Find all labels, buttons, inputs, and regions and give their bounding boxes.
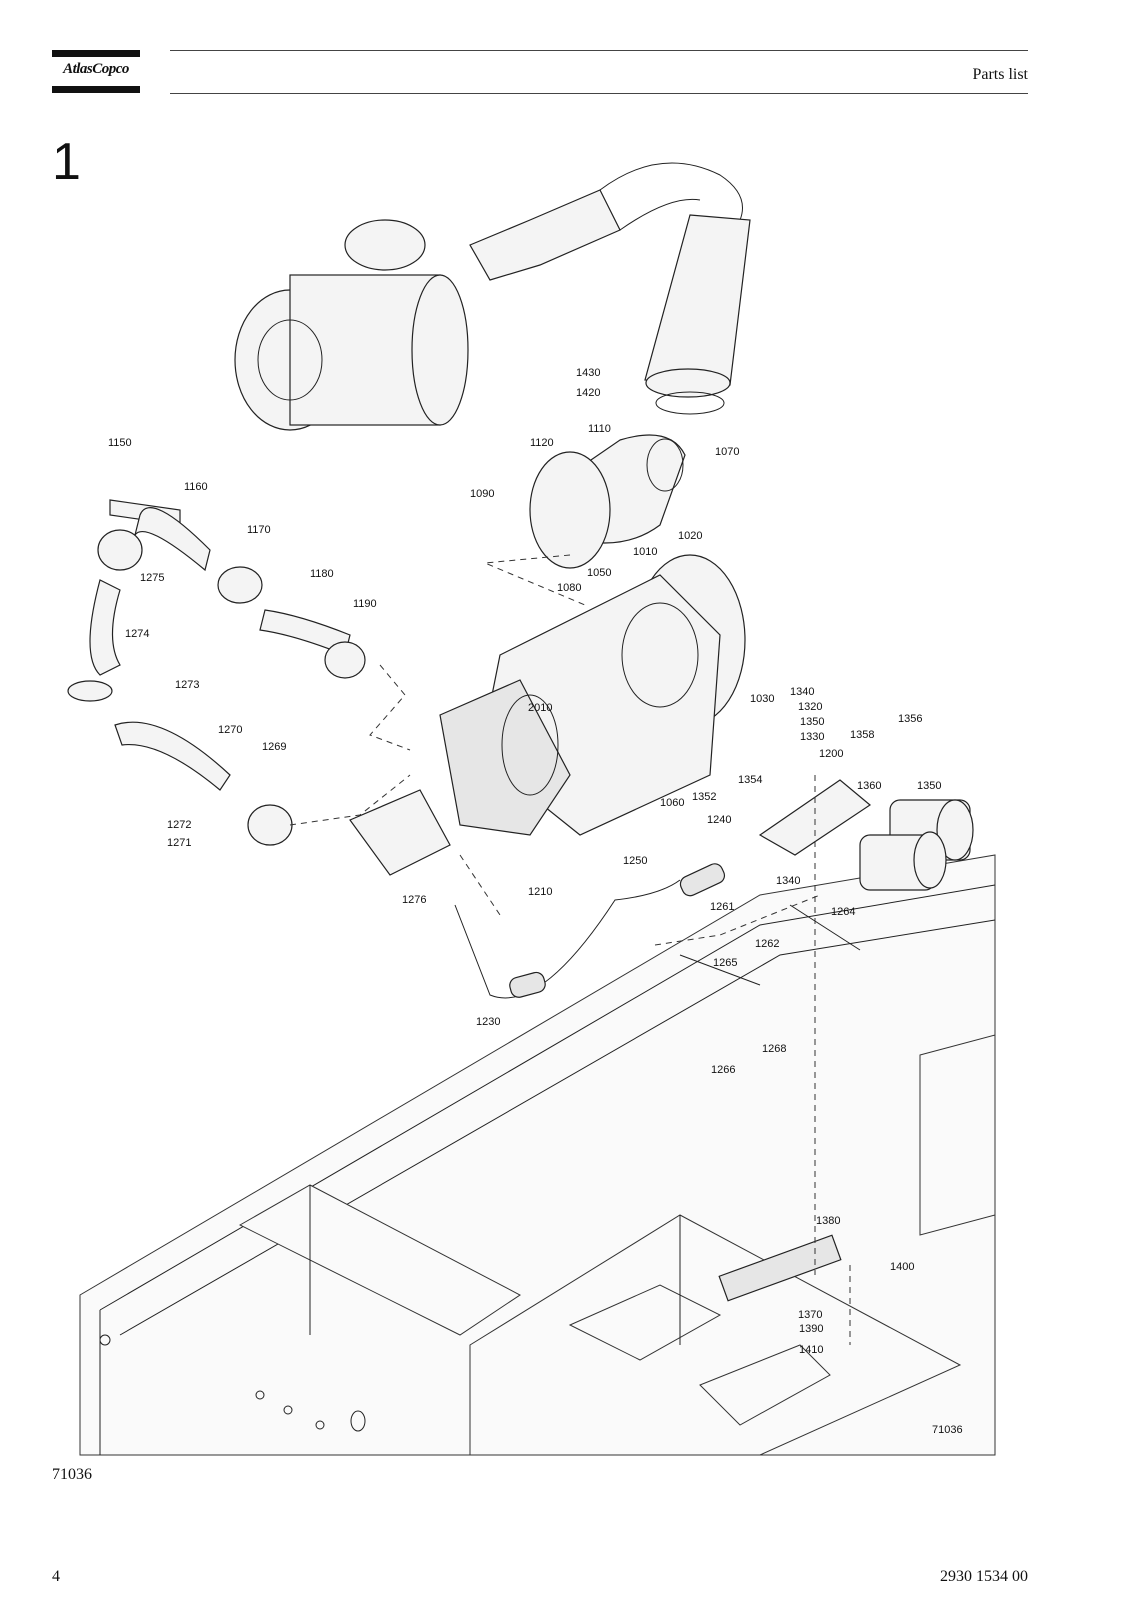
callout-1276: 1276 [402, 894, 426, 906]
callout-1030: 1030 [750, 693, 774, 705]
callout-1265: 1265 [713, 957, 737, 969]
callout-1200: 1200 [819, 748, 843, 760]
callout-1275: 1275 [140, 572, 164, 584]
logo-bar-bottom [52, 86, 140, 93]
alignment-lines [289, 554, 851, 1345]
callout-1269: 1269 [262, 741, 286, 753]
callout-1272: 1272 [167, 819, 191, 831]
callout-1358: 1358 [850, 729, 874, 741]
callout-1268: 1268 [762, 1043, 786, 1055]
callout-1354: 1354 [738, 774, 762, 786]
logo-bar-top [52, 50, 140, 57]
callout-1090: 1090 [470, 488, 494, 500]
callout-1210: 1210 [528, 886, 552, 898]
section-number: 1 [52, 133, 81, 191]
callout-1390: 1390 [799, 1323, 823, 1335]
callout-1250: 1250 [623, 855, 647, 867]
callout-labels: 1430 1420 1110 1120 1070 1090 1150 1160 1170 1275… [108, 367, 941, 1356]
callout-2010: 2010 [528, 702, 552, 714]
callout-1160: 1160 [184, 481, 208, 493]
callout-1430: 1430 [576, 367, 600, 379]
air-filter [234, 162, 751, 431]
chassis-frame [79, 854, 996, 1456]
callout-1340: 1340 [790, 686, 814, 698]
callout-1240: 1240 [707, 814, 731, 826]
callout-1330: 1330 [800, 731, 824, 743]
callout-1274: 1274 [125, 628, 149, 640]
callout-1150: 1150 [108, 437, 132, 449]
callout-1070: 1070 [715, 446, 739, 458]
hoses-left [67, 499, 451, 876]
callout-1400: 1400 [890, 1261, 914, 1273]
callout-1410: 1410 [799, 1344, 823, 1356]
callout-1340: 1340 [776, 875, 800, 887]
drawing-inner-id: 71036 [932, 1424, 963, 1436]
document-number: 2930 1534 00 [940, 1568, 1028, 1585]
callout-1266: 1266 [711, 1064, 735, 1076]
page-number: 4 [52, 1568, 60, 1585]
callout-1010: 1010 [633, 546, 657, 558]
callout-1080: 1080 [557, 582, 581, 594]
callout-1110: 1110 [588, 423, 611, 435]
callout-1271: 1271 [167, 837, 191, 849]
logo-text: AtlasCopco [63, 61, 129, 77]
callout-1380: 1380 [816, 1215, 840, 1227]
callout-1261: 1261 [710, 901, 734, 913]
pipes [454, 863, 861, 999]
callout-1356: 1356 [898, 713, 922, 725]
callout-1262: 1262 [755, 938, 779, 950]
callout-1370: 1370 [798, 1309, 822, 1321]
callout-1352: 1352 [692, 791, 716, 803]
header-title: Parts list [972, 66, 1028, 83]
callout-1050: 1050 [587, 567, 611, 579]
callout-1360: 1360 [857, 780, 881, 792]
callout-1350: 1350 [800, 716, 824, 728]
header-rule-bottom [170, 93, 1028, 94]
header-rule-top [170, 50, 1028, 51]
callout-1180: 1180 [310, 568, 334, 580]
callout-1190: 1190 [353, 598, 377, 610]
callout-1270: 1270 [218, 724, 242, 736]
callout-1320: 1320 [798, 701, 822, 713]
oil-filters [758, 779, 974, 891]
callout-1170: 1170 [247, 524, 271, 536]
callout-1020: 1020 [678, 530, 702, 542]
callout-1350: 1350 [917, 780, 941, 792]
figure-id: 71036 [52, 1466, 92, 1483]
callout-1420: 1420 [576, 387, 600, 399]
compressor-element [439, 554, 746, 836]
callout-1273: 1273 [175, 679, 199, 691]
atlas-copco-logo: AtlasCopco [52, 50, 140, 94]
inlet-elbow [529, 434, 686, 569]
callout-1230: 1230 [476, 1016, 500, 1028]
callout-1264: 1264 [831, 906, 855, 918]
callout-1120: 1120 [530, 437, 554, 449]
callout-1060: 1060 [660, 797, 684, 809]
exploded-parts-drawing: 1430 1420 1110 1120 1070 1090 1150 1160 1170 1275… [60, 135, 1020, 1475]
